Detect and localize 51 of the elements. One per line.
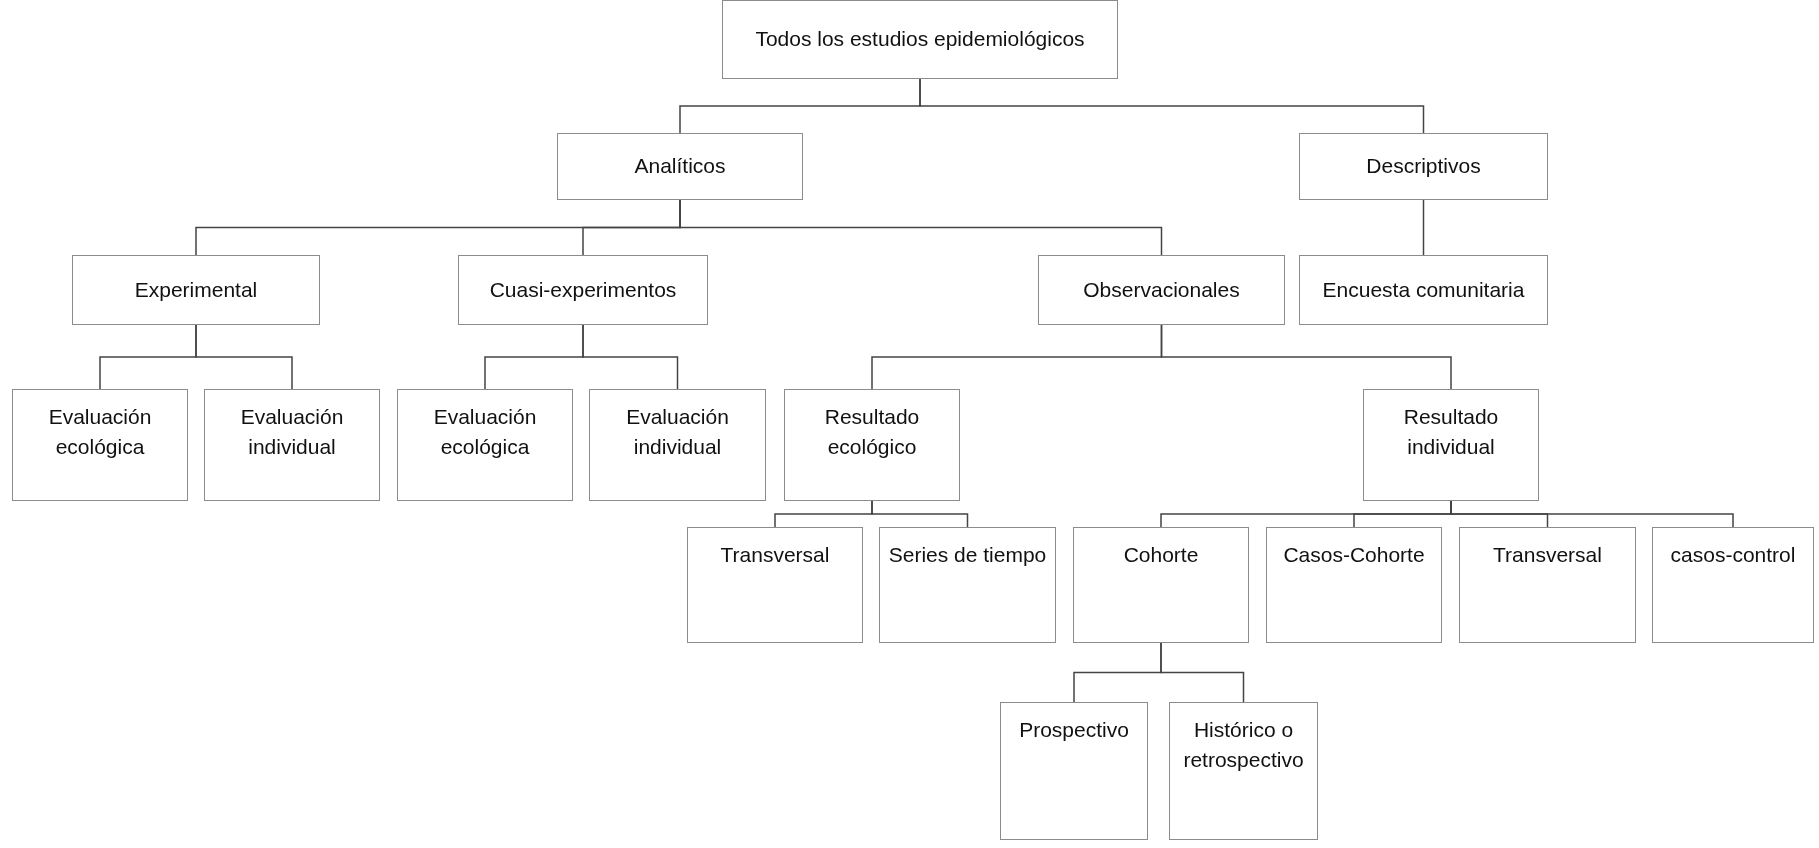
- node-label: Evaluación individual: [625, 404, 730, 461]
- process-box: [1038, 255, 1285, 325]
- node-label: Evaluación ecológica: [432, 404, 538, 461]
- node-label: Todos los estudios epidemiológicos: [754, 26, 1086, 53]
- process-box: [1073, 527, 1249, 643]
- process-box: [722, 0, 1118, 79]
- connector-line: [1160, 324, 1452, 390]
- process-box: [12, 389, 188, 501]
- node-label: Transversal: [1492, 542, 1603, 568]
- process-box: [1299, 133, 1548, 200]
- process-box: [1299, 255, 1548, 325]
- connector-line: [679, 199, 1163, 256]
- process-box: [1363, 389, 1539, 501]
- process-box: [1459, 527, 1636, 643]
- node-label: Experimental: [133, 276, 259, 303]
- connector-line: [1160, 642, 1245, 703]
- connector-line: [919, 78, 1425, 134]
- process-box: [1169, 702, 1318, 840]
- process-box: [1000, 702, 1148, 840]
- process-box: [204, 389, 380, 501]
- process-box: [589, 389, 766, 501]
- node-label: Resultado ecológico: [823, 404, 921, 461]
- node-label: Cuasi-experimentos: [488, 276, 678, 303]
- node-label: Evaluación individual: [239, 404, 345, 461]
- node-label: Resultado individual: [1402, 404, 1500, 461]
- node-label: Casos-Cohorte: [1282, 542, 1426, 568]
- process-box: [687, 527, 863, 643]
- node-label: Transversal: [719, 542, 831, 568]
- process-box: [784, 389, 960, 501]
- node-label: Series de tiempo: [887, 542, 1048, 568]
- node-label: Histórico o retrospectivo: [1182, 717, 1305, 774]
- connector-line: [1450, 500, 1734, 528]
- process-box: [458, 255, 708, 325]
- node-label: Encuesta comunitaria: [1321, 276, 1526, 303]
- process-box: [72, 255, 320, 325]
- connector-line: [195, 324, 293, 390]
- process-box: [1266, 527, 1442, 643]
- node-label: Analíticos: [633, 153, 727, 180]
- connector-line: [1422, 199, 1425, 256]
- process-box: [397, 389, 573, 501]
- process-box: [879, 527, 1056, 643]
- node-label: Cohorte: [1122, 542, 1200, 568]
- connector-line: [871, 500, 969, 528]
- node-label: Evaluación ecológica: [47, 404, 153, 461]
- node-label: Prospectivo: [1018, 717, 1130, 743]
- connector-line: [582, 324, 679, 390]
- node-label: casos-control: [1669, 542, 1797, 568]
- process-box: [557, 133, 803, 200]
- process-box: [1652, 527, 1814, 643]
- node-label: Descriptivos: [1365, 153, 1482, 180]
- node-label: Observacionales: [1082, 276, 1241, 303]
